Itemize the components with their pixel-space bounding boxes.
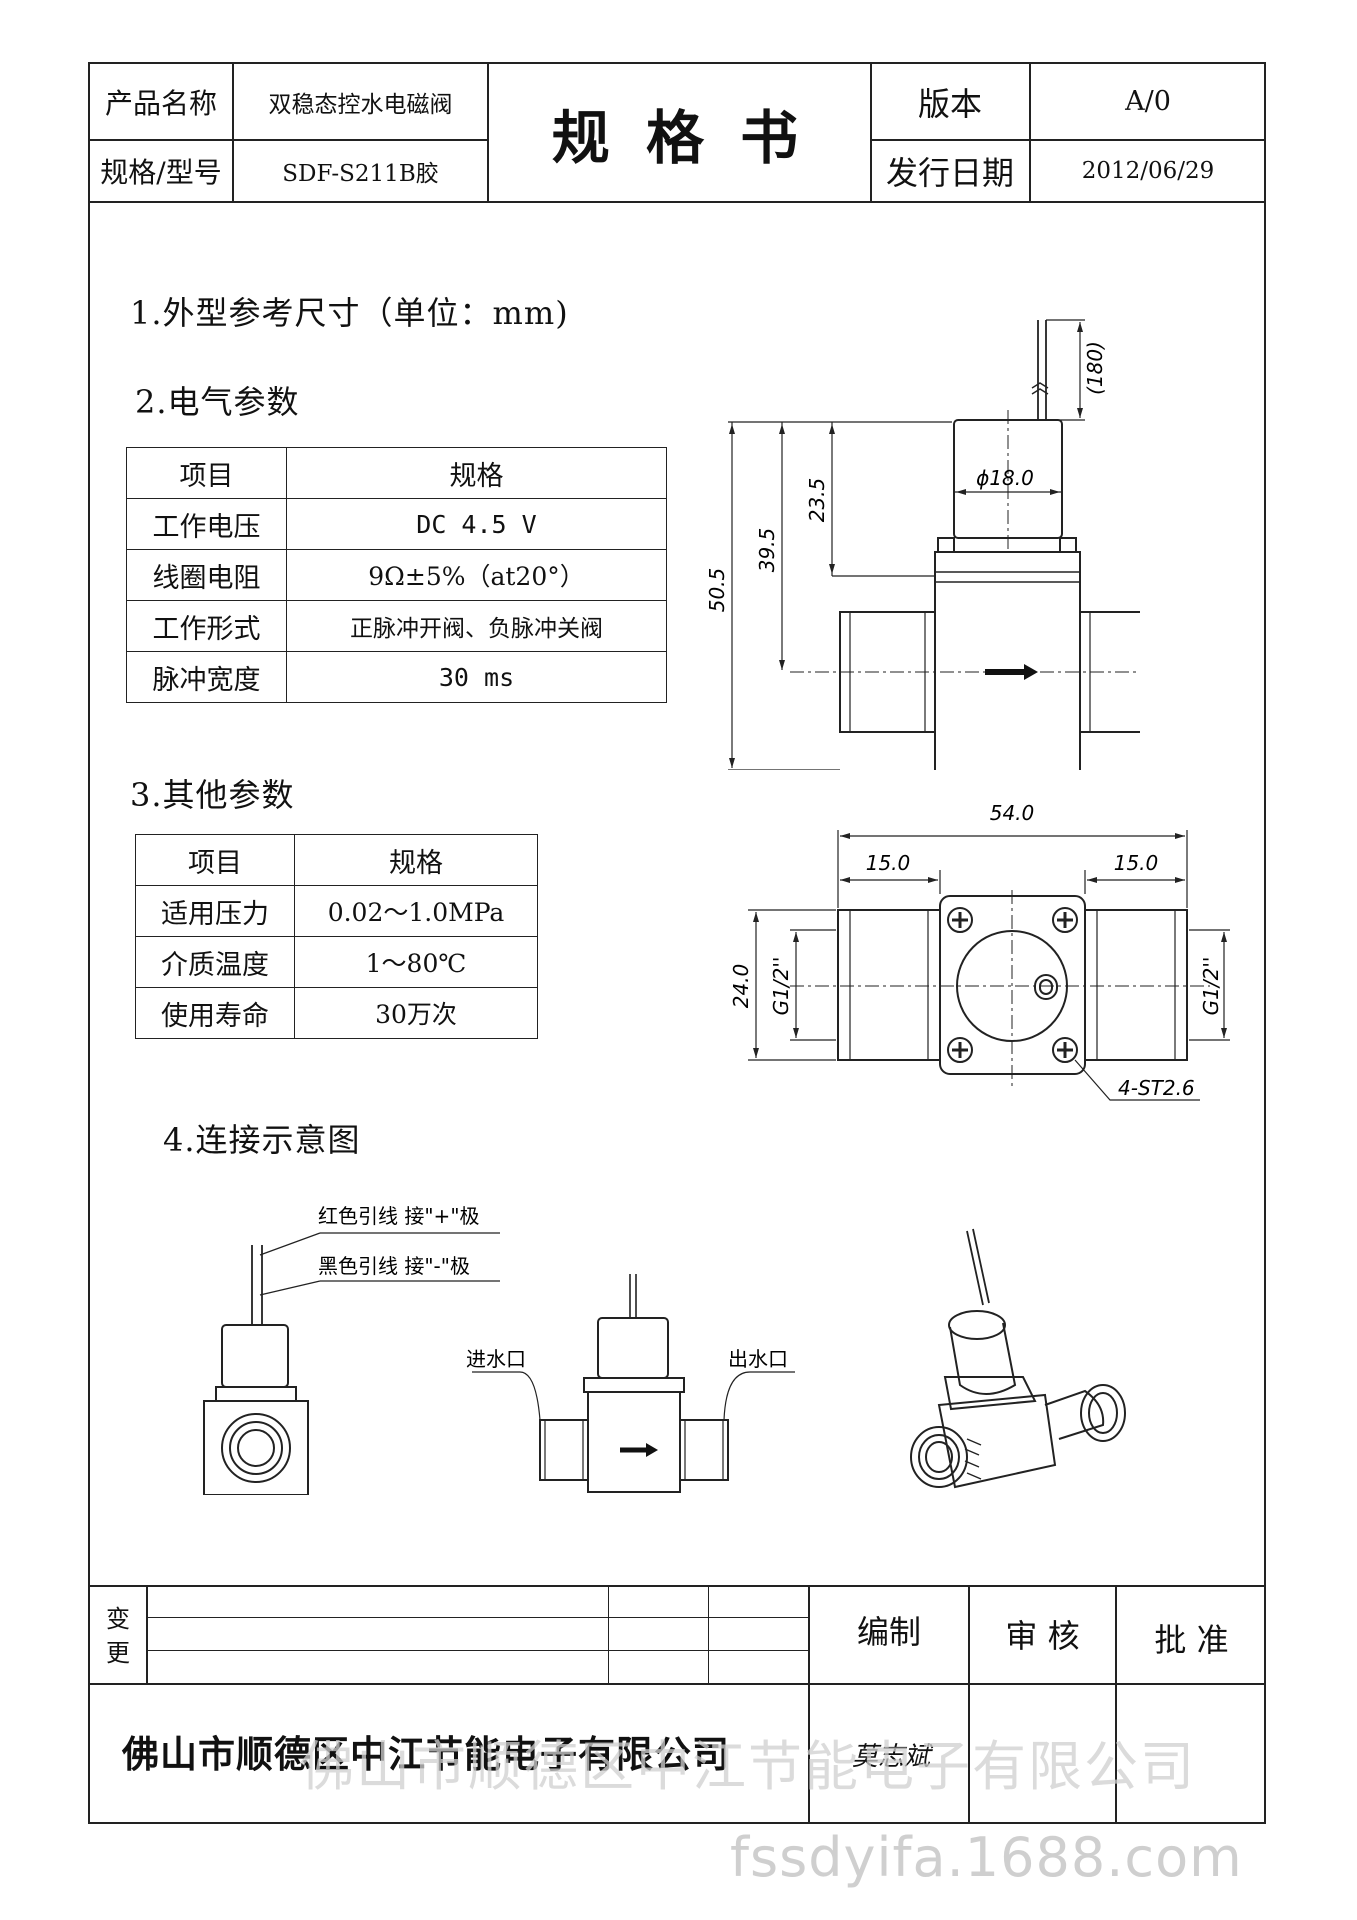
coil-diameter-label: ϕ18.0 <box>976 466 1034 490</box>
black-wire-label: 黑色引线 接"-"极 <box>318 1254 470 1278</box>
header-bottom-line <box>88 201 1266 203</box>
change-col-line <box>708 1585 710 1683</box>
table-row: 适用压力 0.02～1.0MPa <box>135 885 538 937</box>
date-label: 发行日期 <box>885 153 1014 192</box>
document-title: 规 格 书 <box>551 103 807 172</box>
section-connection-heading: 4.连接示意图 <box>163 1121 361 1159</box>
table-header-item: 项目 <box>126 447 287 499</box>
param-value: 正脉冲开阀、负脉冲关阀 <box>286 600 667 652</box>
param-name: 工作电压 <box>126 498 287 550</box>
dim-15-left-label: 15.0 <box>866 851 911 875</box>
version-label: 版本 <box>917 84 982 123</box>
footer-top-line <box>88 1585 1266 1587</box>
reviewed-label: 审 核 <box>1005 1617 1080 1655</box>
electrical-params-table: 项目 规格 工作电压 DC 4.5 V 线圈电阻 9Ω±5%（at20°） 工作… <box>126 447 667 703</box>
table-header-item: 项目 <box>135 834 295 886</box>
param-value: 30万次 <box>294 987 538 1039</box>
approved-label: 批 准 <box>1154 1621 1229 1659</box>
header-line <box>870 139 1266 141</box>
product-name: 双稳态控水电磁阀 <box>268 91 453 118</box>
table-row: 线圈电阻 9Ω±5%（at20°） <box>126 549 667 601</box>
company-name: 佛山市顺德区中江节能电子有限公司 <box>122 1733 730 1776</box>
header-divider <box>1029 62 1031 202</box>
dim-24-label: 24.0 <box>730 964 753 1009</box>
param-value: 9Ω±5%（at20°） <box>286 549 667 601</box>
wire-connection-diagram: 红色引线 接"+"极 黑色引线 接"-"极 <box>203 1204 500 1495</box>
param-name: 脉冲宽度 <box>126 651 287 703</box>
document-frame <box>88 62 1266 1824</box>
header-divider <box>232 62 234 202</box>
change-row-line <box>146 1650 808 1652</box>
outlet-label: 出水口 <box>728 1347 788 1371</box>
product-name-label: 产品名称 <box>104 86 217 120</box>
preparer-signature: 莫志斌 <box>852 1742 931 1772</box>
param-name: 工作形式 <box>126 600 287 652</box>
change-row-line <box>146 1617 808 1619</box>
table-header-row: 项目 规格 <box>135 834 538 886</box>
param-name: 线圈电阻 <box>126 549 287 601</box>
dim-50-5-label: 50.5 <box>705 568 729 613</box>
version-value: A/0 <box>1125 86 1171 117</box>
lead-length-label: (180) <box>1083 341 1107 395</box>
model-number: SDF-S211B胶 <box>282 160 439 187</box>
header-divider <box>870 62 872 202</box>
sign-divider <box>968 1585 970 1824</box>
table-row: 脉冲宽度 30 ms <box>126 651 667 703</box>
param-value: 30 ms <box>286 651 667 703</box>
table-header-spec: 规格 <box>286 447 667 499</box>
change-label-bottom: 更 <box>106 1638 130 1667</box>
flow-direction-diagram: 进水口 出水口 <box>466 1274 795 1493</box>
table-row: 介质温度 1～80℃ <box>135 936 538 988</box>
change-divider <box>146 1585 148 1683</box>
screws-label: 4-ST2.6 <box>1118 1076 1195 1100</box>
model-label: 规格/型号 <box>100 155 222 189</box>
table-row: 工作电压 DC 4.5 V <box>126 498 667 550</box>
header-line <box>88 139 488 141</box>
footer-mid-line <box>88 1683 1266 1685</box>
param-name: 使用寿命 <box>135 987 295 1039</box>
change-label-top: 变 <box>106 1604 130 1633</box>
table-row: 使用寿命 30万次 <box>135 987 538 1039</box>
param-value: 1～80℃ <box>294 936 538 988</box>
dim-54-label: 54.0 <box>990 801 1035 825</box>
front-view-drawing: (180) ϕ18.0 23.5 39.5 50.5 <box>705 319 1140 770</box>
header-divider <box>487 62 489 202</box>
watermark-company: 佛山市顺德区中江节能电子有限公司 <box>300 1735 1196 1798</box>
table-header-row: 项目 规格 <box>126 447 667 499</box>
section-electrical-heading: 2.电气参数 <box>135 383 300 421</box>
screw-icon <box>947 907 1078 1063</box>
watermark-url: fssdyifa.1688.com <box>730 1826 1243 1889</box>
valve-3d-view <box>910 1228 1126 1489</box>
dim-23-5-label: 23.5 <box>805 478 829 523</box>
issue-date: 2012/06/29 <box>1081 157 1215 184</box>
red-wire-label: 红色引线 接"+"极 <box>318 1204 480 1228</box>
param-name: 适用压力 <box>135 885 295 937</box>
param-value: 0.02～1.0MPa <box>294 885 538 937</box>
change-col-line <box>608 1585 610 1683</box>
dim-39-5-label: 39.5 <box>755 528 779 573</box>
thread-left-label: G1/2'' <box>769 957 793 1016</box>
section-dimensions-heading: 1.外型参考尺寸（单位：mm) <box>130 294 569 332</box>
sign-divider <box>1115 1585 1117 1824</box>
param-value: DC 4.5 V <box>286 498 667 550</box>
table-row: 工作形式 正脉冲开阀、负脉冲关阀 <box>126 600 667 652</box>
dim-15-right-label: 15.0 <box>1114 851 1159 875</box>
top-view-drawing: 54.0 15.0 15.0 24.0 G1/2'' G1/2'' 4-ST2.… <box>730 801 1230 1101</box>
param-name: 介质温度 <box>135 936 295 988</box>
section-other-heading: 3.其他参数 <box>130 776 295 814</box>
thread-right-label: G1/2'' <box>1199 957 1223 1016</box>
table-header-spec: 规格 <box>294 834 538 886</box>
sign-divider <box>808 1585 810 1824</box>
inlet-label: 进水口 <box>466 1347 526 1371</box>
prepared-label: 编制 <box>856 1613 921 1651</box>
other-params-table: 项目 规格 适用压力 0.02～1.0MPa 介质温度 1～80℃ 使用寿命 3… <box>135 834 538 1039</box>
